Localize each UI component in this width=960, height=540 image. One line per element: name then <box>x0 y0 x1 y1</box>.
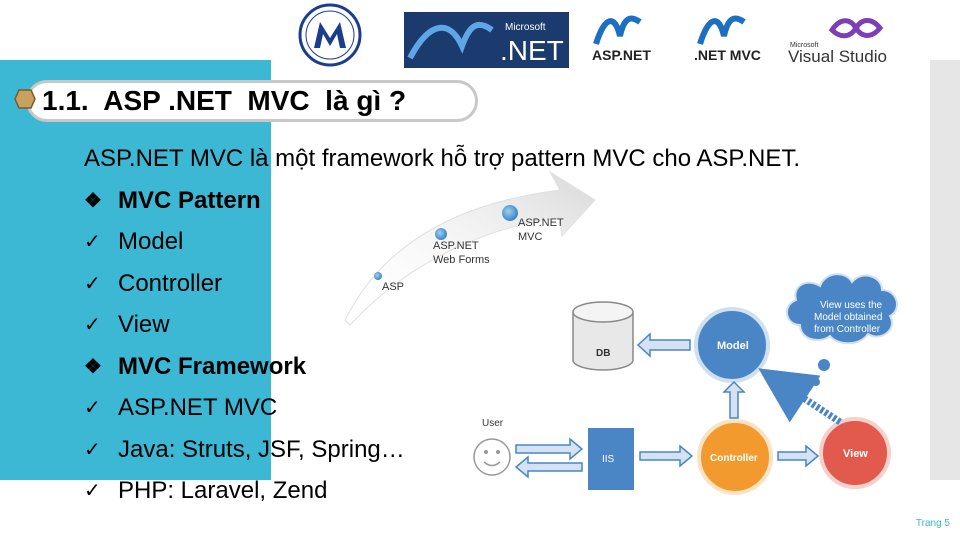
asp-dot <box>374 272 382 280</box>
diagram: ASP ASP.NET Web Forms ASP.NET MVC DB Mod… <box>344 170 898 495</box>
cloud-line-1: View uses the <box>820 300 883 311</box>
slide-title: 1.1. ASP .NET MVC là gì ? <box>42 85 407 116</box>
view-circle <box>819 417 891 489</box>
page-number: Trang 5 <box>915 518 950 529</box>
view-label: View <box>843 448 868 460</box>
diamond-bullet-icon: ❖ <box>84 355 102 378</box>
netmvc-logo: .NET MVC <box>694 15 761 63</box>
flow-arrows <box>514 332 820 479</box>
diamond-bullet-icon: ❖ <box>84 189 102 212</box>
netmvc-label: .NET MVC <box>694 47 761 63</box>
model-circle <box>694 307 770 383</box>
logo-bar: Microsoft .NET ASP.NET .NET MVC Microsof… <box>298 3 887 68</box>
check-icon: ✓ <box>84 231 101 254</box>
vs-ms-label: Microsoft <box>790 42 818 49</box>
user-smiley-icon <box>473 438 511 476</box>
mvc-label-2: MVC <box>518 231 543 243</box>
check-icon: ✓ <box>84 397 101 420</box>
bullet-php: ✓PHP: Laravel, Zend <box>84 471 405 513</box>
bullet-view: ✓View <box>84 305 405 347</box>
cloud-line-3: from Controller <box>814 324 881 335</box>
thought-dot-large <box>818 359 830 371</box>
asp-label: ASP <box>382 281 404 293</box>
net-label: .NET <box>500 35 564 66</box>
check-icon: ✓ <box>84 272 101 295</box>
check-icon: ✓ <box>84 480 101 503</box>
db-label: DB <box>596 348 610 359</box>
iis-label: IIS <box>602 454 615 465</box>
webforms-label-2: Web Forms <box>433 254 490 266</box>
mvc-label-1: ASP.NET <box>518 217 564 229</box>
check-icon: ✓ <box>84 438 101 461</box>
db-cylinder: DB <box>572 301 634 371</box>
controller-label: Controller <box>710 453 758 464</box>
model-label: Model <box>717 340 749 352</box>
cloud-line-2: Model obtained <box>814 312 882 323</box>
webforms-label-1: ASP.NET <box>433 240 479 252</box>
webforms-dot <box>435 228 447 240</box>
right-grey-strip <box>930 60 960 480</box>
bullet-aspnet-mvc: ✓ASP.NET MVC <box>84 388 405 430</box>
bullet-java: ✓Java: Struts, JSF, Spring… <box>84 429 405 471</box>
thought-cloud: View uses the Model obtained from Contro… <box>786 273 898 345</box>
visual-studio-logo: Microsoft Visual Studio <box>788 18 887 66</box>
bullet-model: ✓Model <box>84 222 405 264</box>
thought-dot-small <box>812 378 820 386</box>
vs-label: Visual Studio <box>788 47 887 66</box>
hexagon-bullet-icon <box>14 89 36 109</box>
controller-circle <box>697 419 773 495</box>
teal-panel <box>0 60 271 480</box>
view-to-model-arrow <box>758 368 842 425</box>
bullet-controller: ✓Controller <box>84 263 405 305</box>
intro-text: ASP.NET MVC là một framework hỗ trợ patt… <box>84 145 801 172</box>
ms-label: Microsoft <box>505 22 546 33</box>
iis-box <box>588 428 634 490</box>
check-icon: ✓ <box>84 314 101 337</box>
aspnet-logo: ASP.NET <box>592 15 651 63</box>
evolution-arc: ASP ASP.NET Web Forms ASP.NET MVC <box>344 170 596 326</box>
microsoft-net-logo: Microsoft .NET <box>404 12 569 68</box>
university-seal-logo <box>298 3 362 67</box>
bullet-mvc-pattern: ❖MVC Pattern <box>84 180 405 222</box>
bullet-mvc-framework: ❖MVC Framework <box>84 346 405 388</box>
aspnet-label: ASP.NET <box>592 47 651 63</box>
mvc-dot <box>502 205 518 221</box>
user-label: User <box>482 418 504 429</box>
bullet-list: ❖MVC Pattern ✓Model ✓Controller ✓View ❖M… <box>84 180 405 512</box>
